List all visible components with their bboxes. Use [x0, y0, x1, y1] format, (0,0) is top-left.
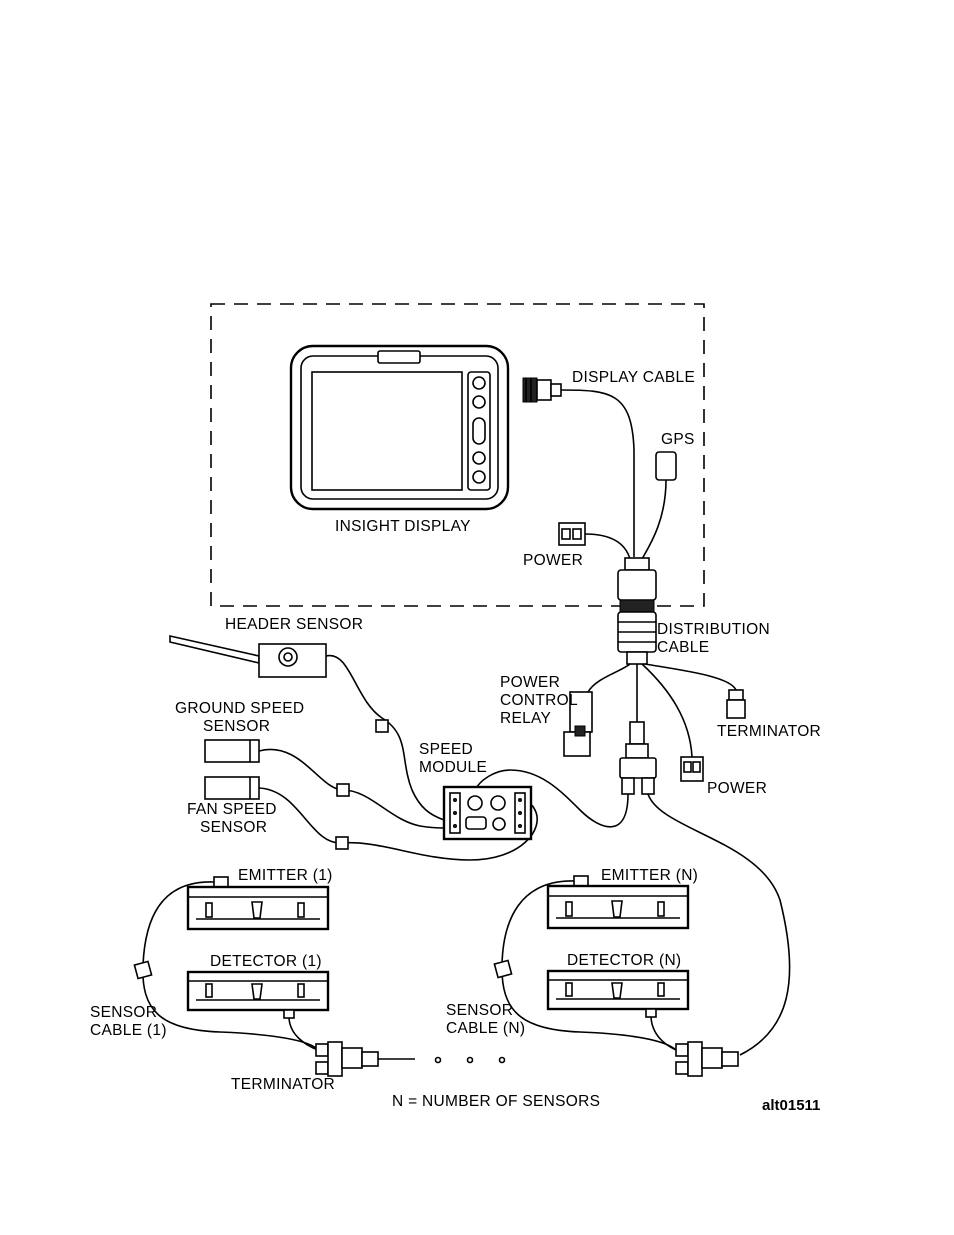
header-sensor	[170, 636, 326, 677]
ground-speed-sensor-label-line1: GROUND SPEED	[175, 700, 304, 717]
gps-label: GPS	[661, 431, 695, 448]
fan-speed-sensor-label-line2: SENSOR	[200, 819, 267, 836]
fan-speed-sensor	[205, 777, 259, 799]
sensor-cable-n-label-line2: CABLE (N)	[446, 1020, 525, 1037]
legend-text: N = NUMBER OF SENSORS	[392, 1093, 600, 1110]
display-cable-label: DISPLAY CABLE	[572, 369, 695, 386]
header-sensor-cable-joint	[376, 720, 388, 732]
terminator-bottom-connector	[316, 1042, 378, 1076]
terminator-right	[727, 690, 745, 718]
gps-receiver	[656, 452, 676, 480]
power-control-relay-label-line2: CONTROL	[500, 692, 578, 709]
sensor-cable-1-detector-wire	[289, 1018, 318, 1050]
header-sensor-label: HEADER SENSOR	[225, 616, 363, 633]
detector-1-label: DETECTOR (1)	[210, 953, 322, 970]
speed-module-label-line2: MODULE	[419, 759, 487, 776]
fan-speed-cable-joint	[336, 837, 348, 849]
emitter-1	[188, 877, 328, 929]
insight-display-label: INSIGHT DISPLAY	[335, 518, 471, 535]
terminator-right-wire	[645, 664, 736, 690]
ground-speed-sensor	[205, 740, 259, 762]
distribution-cable-connector	[618, 558, 656, 664]
display-cable-connector	[523, 378, 561, 402]
power-control-relay-label-line1: POWER	[500, 674, 560, 691]
sensor-cable-1-label-line1: SENSOR	[90, 1004, 157, 1021]
relay-wire	[588, 664, 630, 692]
sensor-n-y-connector	[676, 1042, 738, 1076]
sensor-cable-n-label-line1: SENSOR	[446, 1002, 513, 1019]
sensor-cable-n-joint	[494, 960, 511, 977]
insight-display	[291, 346, 508, 509]
power-mid-label: POWER	[707, 780, 767, 797]
sensor-cable-1-joint	[134, 961, 151, 978]
emitter-1-label: EMITTER (1)	[238, 867, 333, 884]
sensor-cable-n-detector-wire	[651, 1017, 676, 1050]
detector-n	[548, 971, 688, 1017]
speed-module-label-line1: SPEED	[419, 741, 473, 758]
power-top-label: POWER	[523, 552, 583, 569]
ellipsis-dots	[436, 1058, 505, 1063]
ground-speed-cable-joint	[337, 784, 349, 796]
power-top-wire	[585, 534, 630, 559]
power-control-relay-label-line3: RELAY	[500, 710, 551, 727]
ground-speed-wire	[259, 749, 444, 828]
speed-module	[444, 787, 531, 839]
power-mid-wire	[642, 664, 692, 757]
terminator-bottom-label: TERMINATOR	[231, 1076, 335, 1093]
ground-speed-sensor-label-line2: SENSOR	[203, 718, 270, 735]
terminator-right-label: TERMINATOR	[717, 723, 821, 740]
gps-wire	[642, 480, 666, 559]
figure-code: alt01511	[762, 1097, 820, 1114]
fan-speed-sensor-label-line1: FAN SPEED	[187, 801, 277, 818]
detector-1	[188, 972, 328, 1018]
distribution-cable-label-line2: CABLE	[657, 639, 709, 656]
detector-n-label: DETECTOR (N)	[567, 952, 681, 969]
power-plug-top	[559, 523, 585, 545]
sensor-cable-1-label-line2: CABLE (1)	[90, 1022, 167, 1039]
emitter-n-label: EMITTER (N)	[601, 867, 698, 884]
power-plug-mid	[681, 757, 703, 781]
distribution-cable-label-line1: DISTRIBUTION	[657, 621, 770, 638]
splitter-connector	[620, 722, 656, 794]
